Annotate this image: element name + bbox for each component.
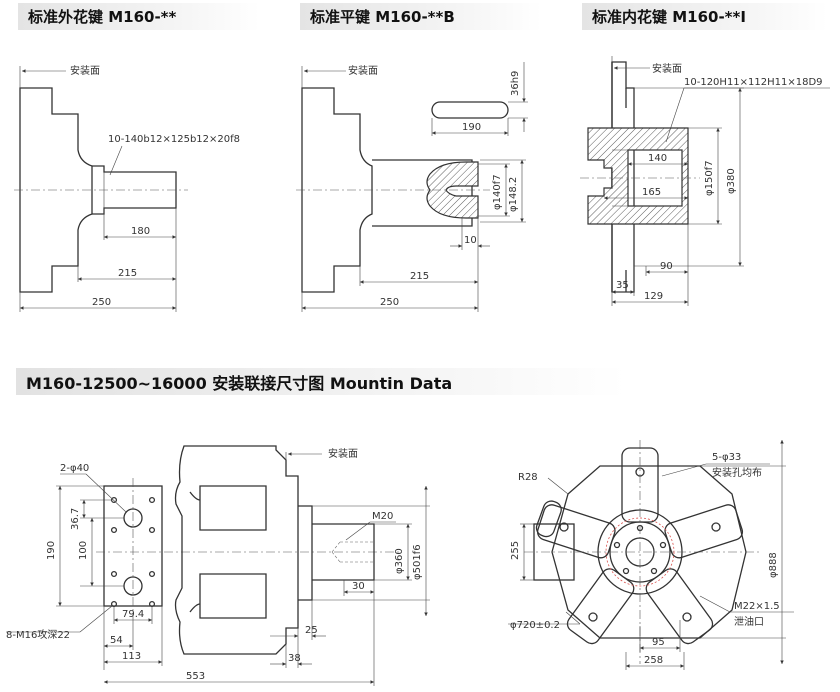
front-dim-255: 255 [510, 541, 521, 560]
side-m20-label: M20 [372, 511, 393, 522]
inner-dim-90: 90 [660, 261, 673, 272]
side-phi501: φ501f6 [412, 544, 423, 580]
side-dim-36-7: 36.7 [70, 508, 81, 530]
inner-phi380: φ380 [726, 168, 737, 194]
flat-dim-215: 215 [410, 271, 429, 282]
flat-phi148: φ148.2 [508, 177, 519, 212]
front-holes-note: 安装孔均布 [712, 466, 762, 479]
inner-spline-drawing: 安装面 10-120H11×112H11×18D9 140 165 φ150f7… [580, 56, 830, 306]
flat-key-length: 190 [462, 122, 481, 133]
side-holes-label: 2-φ40 [60, 463, 89, 474]
inner-dim-129: 129 [644, 291, 663, 302]
side-mount-face-label: 安装面 [328, 447, 358, 460]
header-flat-key: 标准平键 M160-**B [300, 3, 542, 30]
inner-mount-face-label: 安装面 [652, 62, 682, 75]
front-phi888: φ888 [768, 552, 779, 578]
flat-key-drawing: 安装面 36h9 190 φ140f7 φ148.2 10 215 250 [296, 62, 528, 312]
inner-dim-140: 140 [648, 153, 667, 164]
front-dim-95: 95 [652, 637, 665, 648]
inner-spline-spec: 10-120H11×112H11×18D9 [684, 77, 823, 88]
side-dim-190: 190 [46, 541, 57, 560]
outer-dim-250: 250 [92, 297, 111, 308]
header-outer-spline: 标准外花键 M160-** [18, 3, 260, 30]
outer-mount-face-label: 安装面 [70, 64, 100, 77]
front-phi720: φ720±0.2 [510, 620, 560, 631]
side-phi360: φ360 [394, 548, 405, 574]
outer-dim-215: 215 [118, 268, 137, 279]
inner-phi150: φ150f7 [704, 160, 715, 196]
side-dim-113: 113 [122, 651, 141, 662]
side-dim-30: 30 [352, 581, 365, 592]
outer-spline-drawing: 安装面 10-140b12×125b12×20f8 180 215 250 [14, 64, 240, 312]
mounting-side-view: 安装面 2-φ40 36.7 100 190 79.4 8-M16攻深22 54… [6, 445, 430, 686]
side-dim-553: 553 [186, 671, 205, 682]
outer-dim-180: 180 [131, 226, 150, 237]
header-inner-spline: 标准内花键 M160-**I [582, 3, 828, 30]
front-holes-label: 5-φ33 [712, 452, 741, 463]
front-drain-note: 泄油口 [734, 615, 764, 628]
flat-phi140: φ140f7 [492, 174, 503, 210]
side-dim-100: 100 [78, 541, 89, 560]
outer-spline-spec: 10-140b12×125b12×20f8 [108, 134, 240, 145]
side-dim-25: 25 [305, 625, 318, 636]
flat-dim-250: 250 [380, 297, 399, 308]
side-dim-54: 54 [110, 635, 123, 646]
flat-mount-face-label: 安装面 [348, 64, 378, 77]
front-drain-label: M22×1.5 [734, 601, 780, 612]
front-r28-label: R28 [518, 472, 538, 483]
side-tapped-holes-label: 8-M16攻深22 [6, 628, 70, 641]
side-dim-38: 38 [288, 653, 301, 664]
inner-dim-35: 35 [616, 280, 629, 291]
flat-dim-10: 10 [464, 235, 477, 246]
front-dim-258: 258 [644, 655, 663, 666]
mounting-front-view: R28 5-φ33 安装孔均布 255 φ720±0.2 φ888 M22×1.… [508, 440, 794, 670]
flat-key-width: 36h9 [510, 71, 521, 96]
header-mounting-data: M160-12500~16000 安装联接尺寸图 Mountin Data [16, 368, 626, 395]
inner-dim-165: 165 [642, 187, 661, 198]
